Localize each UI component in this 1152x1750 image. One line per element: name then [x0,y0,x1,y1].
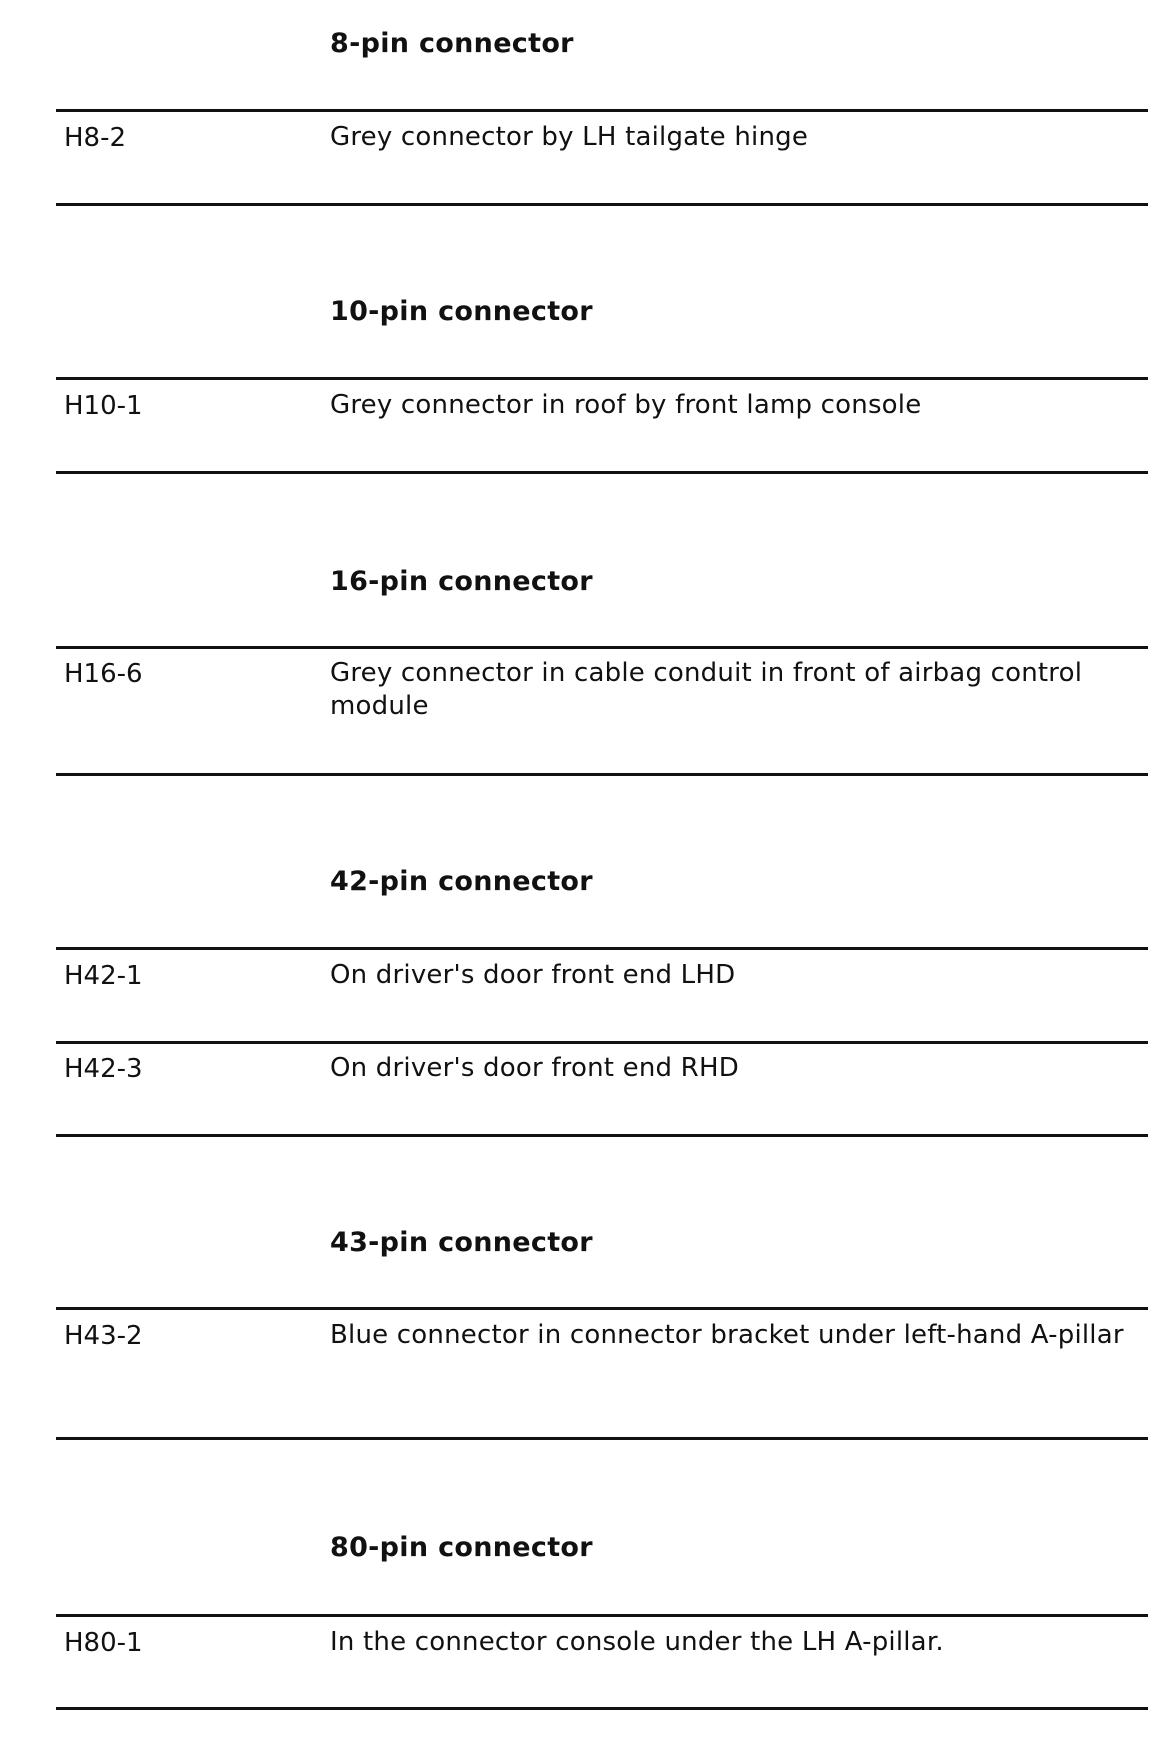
row-divider [56,203,1148,206]
row-divider [56,1614,1148,1617]
row-divider [56,773,1148,776]
row-divider [56,1134,1148,1137]
connector-description: Grey connector by LH tailgate hinge [330,122,809,152]
section-heading: 8-pin connector [330,28,574,59]
connector-code: H80-1 [64,1628,143,1658]
section-heading: 10-pin connector [330,296,593,327]
row-divider [56,1707,1148,1710]
connector-description: Blue connector in connector bracket unde… [330,1320,1124,1350]
section-heading: 16-pin connector [330,566,593,597]
connector-code: H8-2 [64,123,127,153]
connector-description: Grey connector in cable conduit in front… [330,658,1083,721]
connector-code: H43-2 [64,1321,143,1351]
connector-description: On driver's door front end LHD [330,960,736,990]
row-divider [56,109,1148,112]
row-divider [56,947,1148,950]
row-divider [56,377,1148,380]
section-heading: 42-pin connector [330,866,593,897]
row-divider [56,471,1148,474]
connector-code: H42-1 [64,961,143,991]
connector-description: Grey connector in roof by front lamp con… [330,390,922,420]
connector-description: On driver's door front end RHD [330,1053,739,1083]
row-divider [56,1041,1148,1044]
connector-code: H42-3 [64,1054,143,1084]
connector-code: H16-6 [64,659,143,689]
connector-description: In the connector console under the LH A-… [330,1627,944,1657]
section-heading: 80-pin connector [330,1532,593,1563]
section-heading: 43-pin connector [330,1227,593,1258]
row-divider [56,646,1148,649]
row-divider [56,1437,1148,1440]
row-divider [56,1307,1148,1310]
connector-code: H10-1 [64,391,143,421]
